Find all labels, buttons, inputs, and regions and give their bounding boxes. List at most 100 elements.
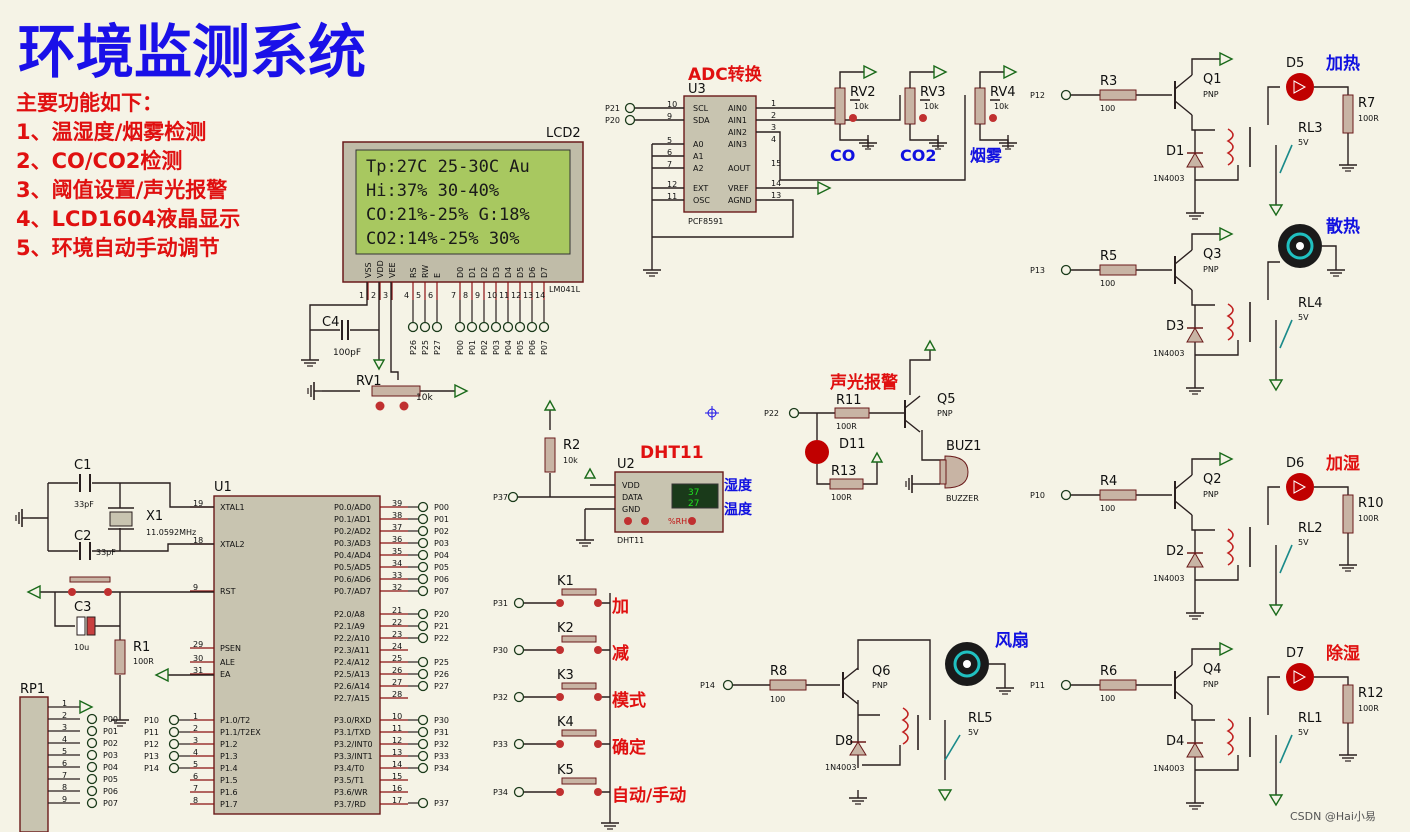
mcu-pin-label: P1.7 xyxy=(220,800,238,809)
mcu-pin-label: P2.5/A13 xyxy=(334,670,370,679)
fan-rl-value: 5V xyxy=(968,728,979,737)
lcd-net-label: P01 xyxy=(468,340,477,355)
key-net: P33 xyxy=(493,740,508,749)
adc-pin-num: 15 xyxy=(771,159,781,168)
rp1-pin-num: 1 xyxy=(62,699,67,708)
fan-r-ref: R8 xyxy=(770,664,787,679)
rv1-potentiometer[interactable]: RV1 10k xyxy=(356,374,433,411)
adc-pin-label: AIN3 xyxy=(728,140,747,149)
feature-list: 主要功能如下： 1、温湿度/烟雾检测 2、CO/CO2检测 3、阈值设置/声光报… xyxy=(16,91,240,260)
relay-rl-ref: RL1 xyxy=(1298,711,1323,726)
output-led-ref: D7 xyxy=(1286,646,1304,661)
relay-rl-ref: RL3 xyxy=(1298,121,1323,136)
mcu-pin-label: PSEN xyxy=(220,644,241,653)
lcd-net-label: P04 xyxy=(504,340,513,355)
fan-q-ref: Q6 xyxy=(872,664,891,679)
adc-pin-label: AIN0 xyxy=(728,104,747,113)
c1-value: 33pF xyxy=(74,500,94,509)
lcd-pin-num: 7 xyxy=(451,291,456,300)
mcu-pin-num: 38 xyxy=(392,511,402,520)
mcu-net-terminals: P00P01P02P03P04P05P06P07P20P21P22P25P26P… xyxy=(144,501,449,809)
rp1-ref: RP1 xyxy=(20,682,45,697)
mcu-pin-num: 26 xyxy=(392,666,402,675)
q5-ref: Q5 xyxy=(937,392,956,407)
mcu-net-label: P32 xyxy=(434,740,449,749)
lcd-line: Tp:27C 25-30C Au xyxy=(366,157,530,177)
lcd-pin-num: 5 xyxy=(416,291,421,300)
lcd-pin-label: VDD xyxy=(376,260,385,278)
dht-unit: %RH xyxy=(668,517,687,526)
feature-item: 主要功能如下： xyxy=(16,91,163,115)
d11-ref: D11 xyxy=(839,437,866,452)
rv1-ref: RV1 xyxy=(356,374,382,389)
relay-q-type: PNP xyxy=(1203,265,1219,274)
lcd-module[interactable]: LCD2 Tp:27C 25-30C Au Hi:37% 30-40% CO:2… xyxy=(342,126,584,300)
adc-pin-label: AIN2 xyxy=(728,128,747,137)
relay-rl-ref: RL4 xyxy=(1298,296,1323,311)
lcd-net-label: P02 xyxy=(480,340,489,355)
pot-label: CO xyxy=(830,146,855,165)
lcd-ref: LCD2 xyxy=(546,126,581,141)
key-ref: K2 xyxy=(557,621,574,636)
relay-r-ref: R5 xyxy=(1100,249,1117,264)
key-label: 确定 xyxy=(612,737,646,758)
mcu-pin-num: 35 xyxy=(392,547,402,556)
fan-channel[interactable]: P14 R8 100 Q6 PNP D8 1N4003 RL5 5V 风扇 xyxy=(700,630,1029,805)
mcu-pin-num: 39 xyxy=(392,499,402,508)
alarm-circuit[interactable]: P22 R11 100R D11 R13 100R Q5 PNP BUZ1 BU… xyxy=(764,339,981,503)
adc-pin-label: OSC xyxy=(693,196,710,205)
mcu-pin-label: P0.4/AD4 xyxy=(334,551,371,560)
c4-capacitor[interactable]: C4 100pF xyxy=(322,315,361,358)
lcd-pin-label: D2 xyxy=(480,267,489,278)
relay-d-value: 1N4003 xyxy=(1153,764,1184,773)
mcu-pin-num: 14 xyxy=(392,760,402,769)
mcu-pin-label: P0.1/AD1 xyxy=(334,515,371,524)
r13-value: 100R xyxy=(831,493,852,502)
rp1-pin-num: 3 xyxy=(62,723,67,732)
mcu-ref: U1 xyxy=(214,480,232,495)
output-label: 散热 xyxy=(1326,216,1360,237)
lcd-pin-label: D4 xyxy=(504,267,513,278)
adc-chip[interactable]: U3 PCF8591 SCL10SDA9A05A16A27EXT12OSC11A… xyxy=(667,82,781,226)
rp1-net-label: P05 xyxy=(103,775,118,784)
dht11-sensor[interactable]: U2 VDD DATA GND 37 27 %RH DHT11 湿度 温度 xyxy=(614,457,753,545)
dht-hum-display: 27 xyxy=(688,499,699,509)
lcd-pin-num: 14 xyxy=(535,291,545,300)
lcd-pin-label: D0 xyxy=(456,267,465,278)
adc-pin-label: SDA xyxy=(693,116,710,125)
mcu-pin-label: P0.3/AD3 xyxy=(334,539,371,548)
mcu-pin-label: P1.2 xyxy=(220,740,238,749)
relay-q-type: PNP xyxy=(1203,490,1219,499)
mcu-8051[interactable]: U1 XTAL119XTAL218RST9PSEN29ALE30EA31P1.0… xyxy=(190,480,408,815)
mcu-pin-num: 31 xyxy=(193,666,203,675)
rp1-pin-num: 7 xyxy=(62,771,67,780)
mcu-net-label: P02 xyxy=(434,527,449,536)
mcu-pin-label: P1.0/T2 xyxy=(220,716,250,725)
r2-ref: R2 xyxy=(563,438,580,453)
key-ref: K3 xyxy=(557,668,574,683)
lcd-net-label: P07 xyxy=(540,340,549,355)
mcu-net-label: P30 xyxy=(434,716,449,725)
mcu-pin-label: P2.0/A8 xyxy=(334,610,365,619)
output-r-value: 100R xyxy=(1358,114,1379,123)
relay-r-ref: R3 xyxy=(1100,74,1117,89)
mcu-pin-num: 28 xyxy=(392,690,402,699)
relay-channels[interactable]: P12R3100Q1PNPD11N4003RL35VD5R7100R加热P13R… xyxy=(1030,52,1384,810)
lcd-net-label: P05 xyxy=(516,340,525,355)
adc-title: ADC转换 xyxy=(688,64,763,85)
clock-reset-circuit[interactable]: C1 33pF C2 33pF X1 11.0592MHz C3 10u R1 … xyxy=(15,458,214,727)
lcd-pin-labels: VSS1VDD2VEE3RS4RW5E6D07D18D29D310D411D51… xyxy=(359,260,549,300)
